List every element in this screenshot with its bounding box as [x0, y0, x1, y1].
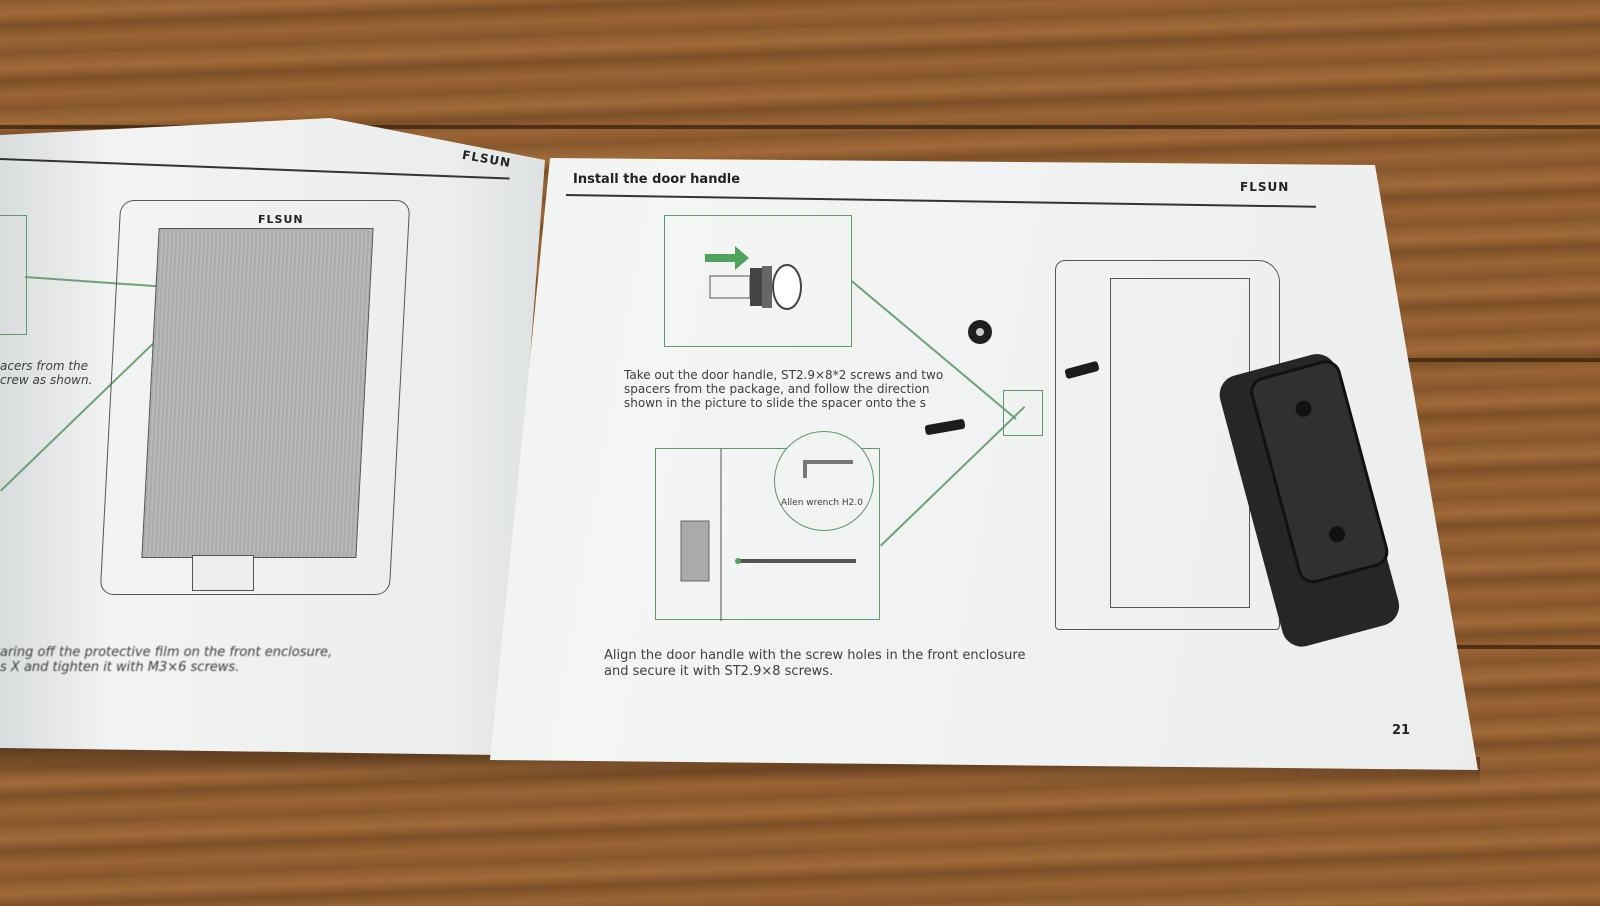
- spacer-drawing: [750, 268, 762, 306]
- arrow-icon: [705, 246, 749, 270]
- text-line: shown in the picture to slide the spacer…: [624, 396, 927, 410]
- allen-wrench-icon: [803, 460, 853, 478]
- wood-plank-seam: [0, 125, 1600, 129]
- door-handle-drawing: [680, 520, 710, 582]
- door-handle-object: [1219, 354, 1400, 647]
- printer-screen: [192, 555, 254, 591]
- screw-object: [924, 419, 966, 435]
- wrench-label: Allen wrench H2.0: [781, 498, 863, 508]
- text-line: and secure it with ST2.9×8 screws.: [604, 664, 834, 679]
- text-line: aring off the protective film on the fro…: [0, 645, 333, 660]
- spacer-illustration: [705, 246, 802, 310]
- device-logo: FLSUN: [258, 213, 304, 226]
- text-line: Take out the door handle, ST2.9×8*2 scre…: [624, 368, 944, 382]
- washer-drawing: [772, 264, 802, 310]
- wood-plank-seam: [1380, 358, 1600, 362]
- brand-logo: FLSUN: [1240, 180, 1290, 194]
- text-line: acers from the: [0, 359, 89, 373]
- wrench-illustration: [680, 449, 856, 621]
- spacer-drawing: [762, 266, 772, 308]
- wrench-zoom-circle: Allen wrench H2.0: [774, 431, 874, 531]
- wrench-diagram-box: Allen wrench H2.0: [655, 431, 880, 621]
- detail-box: [0, 215, 27, 335]
- text-line: Align the door handle with the screw hol…: [604, 648, 1026, 663]
- left-page: FLSUN FLSUN acers from the crew as shown…: [0, 118, 545, 755]
- screw-icon: [735, 558, 741, 564]
- wood-plank-seam: [1440, 645, 1600, 649]
- handle-detail-box: [1003, 390, 1043, 436]
- section-title: Install the door handle: [573, 172, 741, 187]
- text-line: crew as shown.: [0, 373, 93, 387]
- text-line: s X and tighten it with M3×6 screws.: [0, 660, 240, 675]
- page-number: 21: [1392, 723, 1411, 738]
- screw-object: [1064, 361, 1100, 379]
- text-line: spacers from the package, and follow the…: [624, 382, 930, 396]
- spacer-hole: [976, 328, 984, 336]
